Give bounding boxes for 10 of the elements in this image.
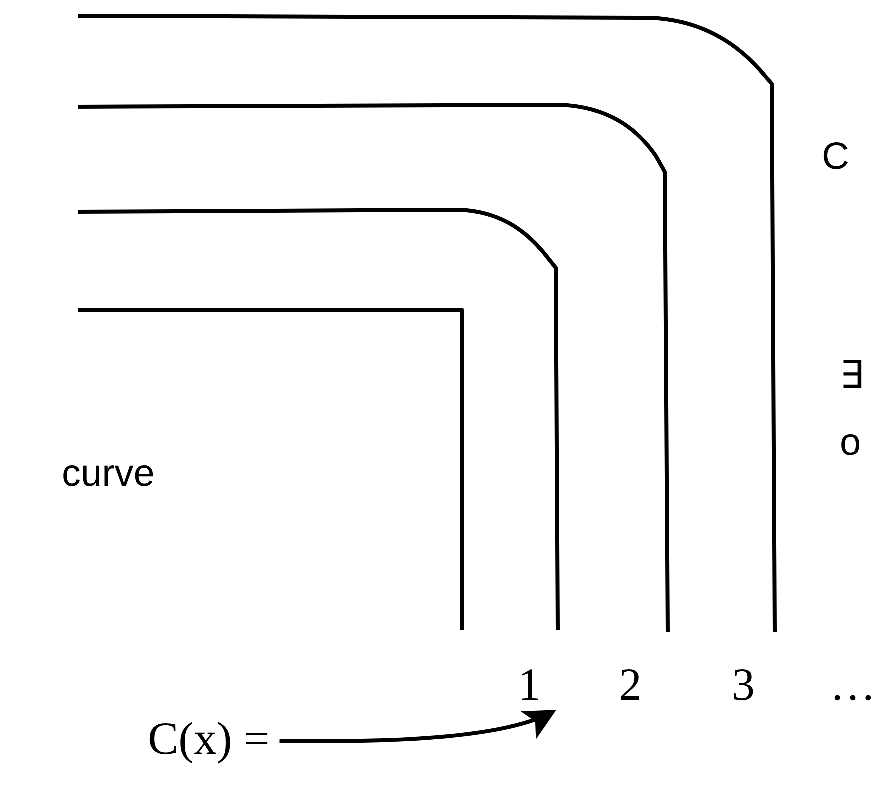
number-label: 3: [732, 662, 755, 708]
symbol-text: ∃: [840, 357, 864, 395]
text-fragment: o: [840, 424, 862, 462]
number-label: 1: [518, 662, 541, 708]
ellipsis-text: …: [830, 662, 876, 708]
arrow: [280, 710, 557, 744]
heading-text: C: [822, 138, 850, 176]
function-label: C(x) =: [148, 716, 270, 762]
curve-label: curve: [62, 455, 155, 493]
number-label: 2: [619, 662, 642, 708]
